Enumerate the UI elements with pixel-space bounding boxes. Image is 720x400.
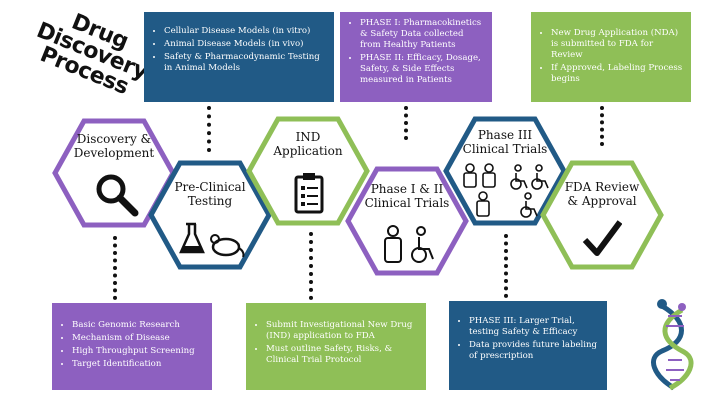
connector-ind-bottom <box>309 232 317 300</box>
stage-fda-hexagon: FDA Review & Approval <box>540 160 664 270</box>
phase3-item-2: Data provides future labeling of prescri… <box>469 340 601 362</box>
discovery-item-2: Mechanism of Disease <box>72 333 206 344</box>
connector-fda-top <box>600 106 608 146</box>
stage-phase3-label-2: Clinical Trials <box>462 142 548 156</box>
stage-phase12-label-2: Clinical Trials <box>364 196 450 210</box>
stage-preclinical-hexagon: Pre-Clinical Testing <box>148 160 272 270</box>
stage-discovery-hexagon: Discovery & Development <box>52 118 176 228</box>
connector-preclinical-top <box>207 106 215 152</box>
preclinical-details-box: Cellular Disease Models (in vitro) Anima… <box>144 12 334 102</box>
fda-item-1: New Drug Application (NDA) is submitted … <box>551 28 685 61</box>
stage-preclinical-label-1: Pre-Clinical <box>174 180 246 194</box>
stage-ind-label-1: IND <box>295 130 321 144</box>
stage-phase12-label-1: Phase I & II <box>370 182 444 196</box>
stage-discovery-label-2: Development <box>73 146 155 160</box>
stage-phase3-label-1: Phase III <box>477 128 533 142</box>
discovery-item-4: Target Identification <box>72 359 206 370</box>
discovery-item-3: High Throughput Screening <box>72 346 206 357</box>
stage-ind-hexagon: IND Application <box>246 116 370 226</box>
ind-item-1: Submit Investigational New Drug (IND) ap… <box>266 320 420 342</box>
connector-phase12-top <box>404 106 412 140</box>
stage-preclinical-label-2: Testing <box>187 194 233 208</box>
connector-phase3-bottom <box>504 234 512 298</box>
stage-discovery-label-1: Discovery & <box>76 132 152 146</box>
preclinical-item-2: Animal Disease Models (in vivo) <box>164 39 328 50</box>
stage-fda-label-1: FDA Review <box>564 180 640 194</box>
stage-phase3-hexagon: Phase III Clinical Trials <box>443 116 567 226</box>
checkmark-icon <box>582 220 622 256</box>
discovery-details-box: Basic Genomic Research Mechanism of Dise… <box>52 303 212 390</box>
phase12-details-box: PHASE I: Pharmacokinetics & Safety Data … <box>340 12 492 102</box>
stage-fda-label-2: & Approval <box>567 194 637 208</box>
fda-item-2: If Approved, Labeling Process begins <box>551 63 685 85</box>
phase3-item-1: PHASE III: Larger Trial, testing Safety … <box>469 316 601 338</box>
phase3-details-box: PHASE III: Larger Trial, testing Safety … <box>449 301 607 390</box>
ind-details-box: Submit Investigational New Drug (IND) ap… <box>246 303 426 390</box>
patients-icon <box>384 225 434 263</box>
preclinical-item-3: Safety & Pharmacodynamic Testing in Anim… <box>164 52 328 74</box>
phase12-item-1: PHASE I: Pharmacokinetics & Safety Data … <box>360 18 486 51</box>
discovery-item-1: Basic Genomic Research <box>72 320 206 331</box>
preclinical-item-1: Cellular Disease Models (in vitro) <box>164 26 328 37</box>
clipboard-icon <box>294 173 324 214</box>
fda-details-box: New Drug Application (NDA) is submitted … <box>531 12 691 102</box>
connector-discovery-bottom <box>113 236 121 300</box>
dna-logo-icon <box>651 299 694 391</box>
magnifier-icon <box>96 174 139 217</box>
stage-phase12-hexagon: Phase I & II Clinical Trials <box>345 166 469 276</box>
ind-item-2: Must outline Safety, Risks, & Clinical T… <box>266 344 420 366</box>
patient-group-icon <box>463 163 549 218</box>
stage-ind-label-2: Application <box>273 144 343 158</box>
phase12-item-2: PHASE II: Efficacy, Dosage, Safety, & Si… <box>360 53 486 86</box>
flask-and-mouse-icon <box>179 222 245 258</box>
